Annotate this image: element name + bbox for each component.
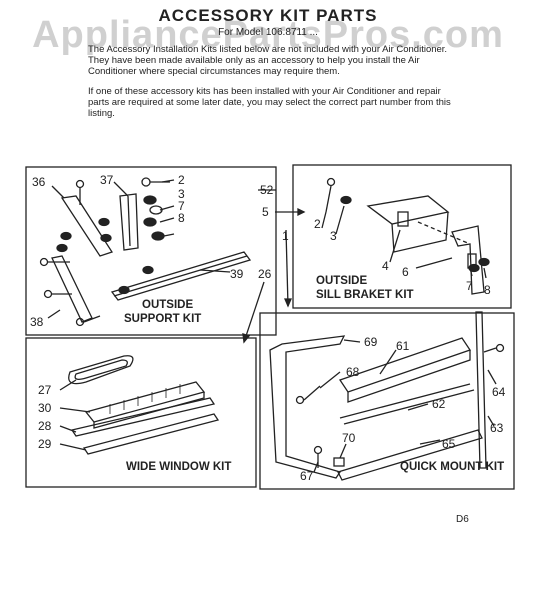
callout-2b: 2 bbox=[314, 217, 321, 231]
callout-65: 65 bbox=[442, 437, 456, 451]
outside-sill-bracket-kit-panel bbox=[292, 164, 512, 309]
callout-52: 52 bbox=[260, 183, 274, 197]
intro-paragraph-1: The Accessory Installation Kits listed b… bbox=[88, 44, 448, 77]
page-number: D6 bbox=[456, 514, 469, 525]
outside-support-kit-label-1: OUTSIDE bbox=[142, 299, 193, 311]
callout-7b: 7 bbox=[466, 279, 473, 293]
callout-67: 67 bbox=[300, 469, 314, 483]
callout-64: 64 bbox=[492, 385, 506, 399]
callout-8a: 8 bbox=[178, 211, 185, 225]
wide-window-kit-parts bbox=[59, 355, 220, 455]
callout-1: 1 bbox=[282, 229, 289, 243]
outside-support-kit-label-2: SUPPORT KIT bbox=[124, 313, 201, 325]
callout-61: 61 bbox=[396, 339, 410, 353]
callout-28: 28 bbox=[38, 419, 52, 433]
callout-36: 36 bbox=[32, 175, 46, 189]
sill-kit-label-line1: OUTSIDE bbox=[316, 275, 367, 287]
wide-window-kit-label: WIDE WINDOW KIT bbox=[126, 461, 231, 473]
callout-2a: 2 bbox=[178, 173, 185, 187]
callout-27: 27 bbox=[38, 383, 52, 397]
callout-labels: 36 37 2 3 7 8 52 39 38 26 5 2 3 4 6 7 8 … bbox=[30, 173, 506, 483]
quick-mount-kit-label: QUICK MOUNT KIT bbox=[400, 461, 504, 473]
page-title: ACCESSORY KIT PARTS bbox=[158, 6, 378, 25]
model-subtitle: For Model 106.8711 ... bbox=[218, 27, 318, 38]
callout-30: 30 bbox=[38, 401, 52, 415]
sill-kit-label-line2: SILL BRAKET KIT bbox=[316, 289, 414, 301]
outside-support-kit-panel bbox=[25, 166, 277, 336]
callout-4: 4 bbox=[382, 259, 389, 273]
callout-63: 63 bbox=[490, 421, 504, 435]
connector-arrows bbox=[242, 189, 306, 344]
wide-window-kit-panel bbox=[25, 337, 257, 488]
support-kit-parts bbox=[39, 177, 252, 327]
intro-paragraph-2: If one of these accessory kits has been … bbox=[88, 86, 451, 119]
callout-70: 70 bbox=[342, 431, 356, 445]
callout-39: 39 bbox=[230, 267, 244, 281]
sill-bracket-kit-parts bbox=[321, 177, 490, 295]
callout-69: 69 bbox=[364, 335, 378, 349]
kit-labels: OUTSIDE SUPPORT KIT OUTSIDE SILL BRAKET … bbox=[124, 275, 504, 473]
callout-38: 38 bbox=[30, 315, 44, 329]
callout-26: 26 bbox=[258, 267, 272, 281]
callout-62: 62 bbox=[432, 397, 446, 411]
quick-mount-kit-parts bbox=[269, 311, 505, 481]
quick-mount-kit-panel bbox=[259, 312, 515, 490]
callout-6: 6 bbox=[402, 265, 409, 279]
callout-8b: 8 bbox=[484, 283, 491, 297]
callout-3b: 3 bbox=[330, 229, 337, 243]
callout-5: 5 bbox=[262, 205, 269, 219]
callout-37: 37 bbox=[100, 173, 114, 187]
callout-68: 68 bbox=[346, 365, 360, 379]
callout-29: 29 bbox=[38, 437, 52, 451]
callout-7a: 7 bbox=[178, 199, 185, 213]
callout-3a: 3 bbox=[178, 187, 185, 201]
